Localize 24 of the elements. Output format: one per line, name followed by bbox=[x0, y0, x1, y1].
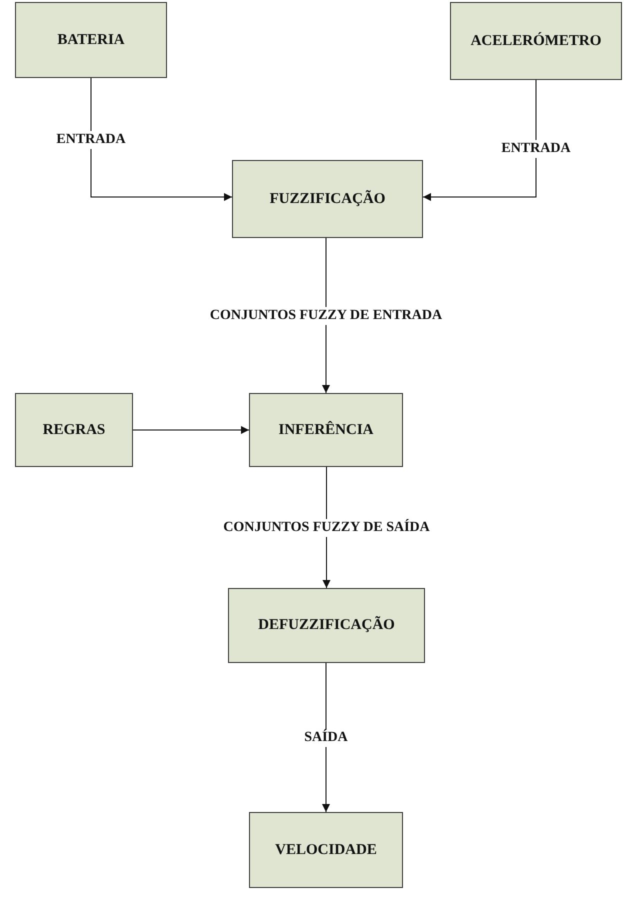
process-box bbox=[228, 588, 425, 663]
arrow bbox=[132, 426, 250, 434]
edge-label: ENTRADA bbox=[54, 130, 128, 148]
box-label: ACELERÓMETRO bbox=[470, 32, 602, 50]
process-box bbox=[232, 160, 423, 238]
edge-label: CONJUNTOS FUZZY DE SAÍDA bbox=[221, 518, 432, 536]
arrow bbox=[90, 78, 232, 201]
process-box bbox=[249, 812, 403, 888]
box-label: BATERIA bbox=[57, 32, 125, 48]
process-box bbox=[249, 393, 403, 467]
box-label: VELOCIDADE bbox=[275, 842, 377, 858]
process-box bbox=[450, 2, 622, 80]
process-box bbox=[15, 393, 133, 467]
box-label: INFERÊNCIA bbox=[278, 422, 374, 438]
arrow bbox=[322, 662, 330, 812]
edge-label: SAÍDA bbox=[302, 728, 350, 746]
arrow bbox=[422, 80, 536, 201]
box-label: DEFUZZIFICAÇÃO bbox=[258, 617, 395, 634]
arrow bbox=[322, 238, 330, 394]
edge-label: CONJUNTOS FUZZY DE ENTRADA bbox=[208, 306, 444, 324]
process-box bbox=[15, 2, 167, 78]
box-label: REGRAS bbox=[42, 422, 106, 438]
edge-label: ENTRADA bbox=[499, 140, 573, 158]
box-label: FUZZIFICAÇÃO bbox=[270, 190, 386, 208]
